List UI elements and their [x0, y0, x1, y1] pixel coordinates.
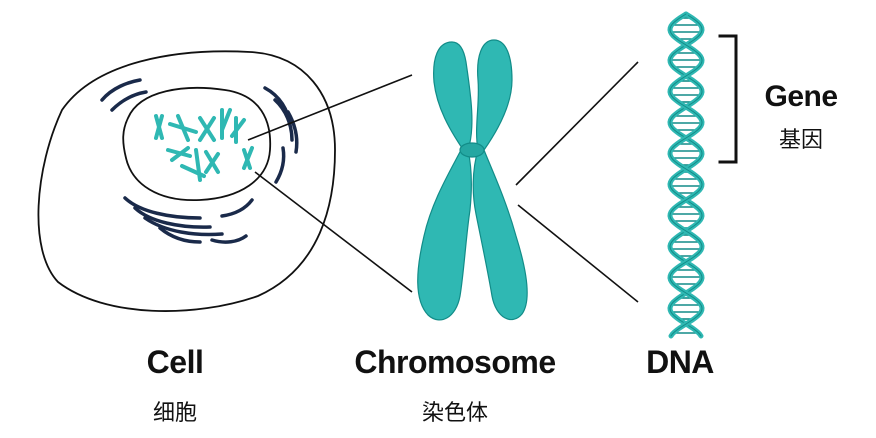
chromosome-label: Chromosome: [354, 344, 556, 380]
cell-illustration: [37, 50, 336, 312]
cell-label: Cell: [146, 344, 204, 380]
chromosome-label-chinese: 染色体: [421, 401, 488, 426]
gene-label: Gene: [764, 80, 838, 113]
dna-helix: [667, 11, 705, 339]
cell-label-chinese: 细胞: [152, 401, 197, 426]
zoom-lines-cell: [247, 74, 413, 293]
chromatid-left: [417, 41, 473, 321]
chromosome-illustration: [417, 39, 528, 321]
nucleus: [122, 87, 272, 201]
nucleus-chromosomes: [154, 108, 254, 182]
zoom-lines-chromosome: [515, 61, 639, 303]
dna-strand-b-outline: [669, 13, 703, 337]
cell-membrane: [37, 50, 336, 312]
organelle-arcs: [100, 78, 299, 244]
centromere: [459, 142, 485, 158]
chromatid-right: [472, 39, 528, 320]
gene-bracket: [718, 34, 738, 164]
dna-strand-a-outline: [669, 13, 703, 337]
dna-label: DNA: [646, 344, 714, 380]
gene-label-chinese: 基因: [778, 128, 823, 153]
